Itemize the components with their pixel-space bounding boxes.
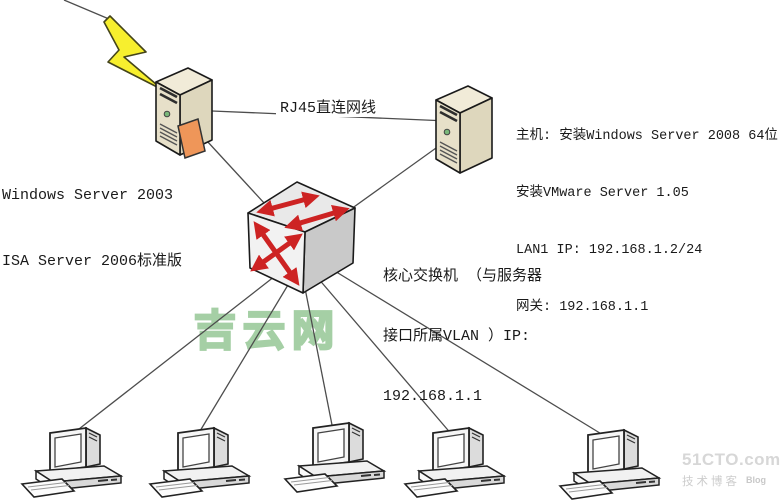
client-pc-icon — [284, 422, 385, 493]
core-switch-label-line1: 核心交换机 （与服务器 — [383, 268, 543, 285]
51cto-logo-text: 51CTO.com — [682, 450, 781, 469]
switch-to-pc5-line — [319, 261, 609, 439]
lightning-bolt-icon — [103, 15, 164, 91]
isa-server-label-line2: ISA Server 2006标准版 — [2, 253, 183, 270]
wan-link-line — [63, 0, 110, 20]
core-switch-label-line2: 接口所属VLAN ）IP: — [383, 328, 531, 345]
51cto-logo: 51CTO.com 技术博客 Blog — [682, 450, 781, 490]
isa-server-label: Windows Server 2003 ISA Server 2006标准版 — [2, 141, 182, 317]
switch-to-pc4-line — [310, 269, 454, 437]
switch-to-pc2-line — [196, 269, 298, 437]
client-pc-icon — [559, 429, 660, 500]
51cto-tagline: 技术博客 — [682, 476, 740, 488]
switch-to-pc3-line — [302, 277, 334, 431]
expansion-card-icon — [177, 118, 206, 159]
isa-server-icon — [154, 66, 214, 159]
core-switch-label-line3: 192.168.1.1 — [383, 388, 483, 405]
rj45-link-label: RJ45直连网线 — [276, 96, 381, 117]
51cto-blog-badge: Blog — [746, 475, 766, 485]
site-watermark: 吉云网 — [193, 306, 342, 356]
host-server-label-line2: 安装VMware Server 1.05 — [516, 186, 689, 201]
server-tower — [434, 84, 494, 175]
switch-to-pc1-line — [69, 261, 294, 437]
core-switch-label: 核心交换机 （与服务器 接口所属VLAN ）IP: 192.168.1.1 — [383, 227, 542, 447]
host-server-label-line1: 主机: 安装Windows Server 2008 64位 — [516, 129, 778, 144]
isa-server-label-line1: Windows Server 2003 — [2, 187, 174, 204]
switch-arrows-icon — [250, 191, 350, 286]
client-pc-icon — [21, 427, 122, 498]
host-server-label-line3: LAN1 IP: 192.168.1.2/24 — [516, 243, 703, 258]
host-server-label-line4: 网关: 192.168.1.1 — [516, 300, 649, 315]
client-pc-icon — [149, 427, 250, 498]
host-server-icon — [434, 84, 494, 175]
host-server-label: 主机: 安装Windows Server 2008 64位 安装VMware S… — [516, 89, 778, 355]
core-switch-icon — [247, 181, 356, 294]
